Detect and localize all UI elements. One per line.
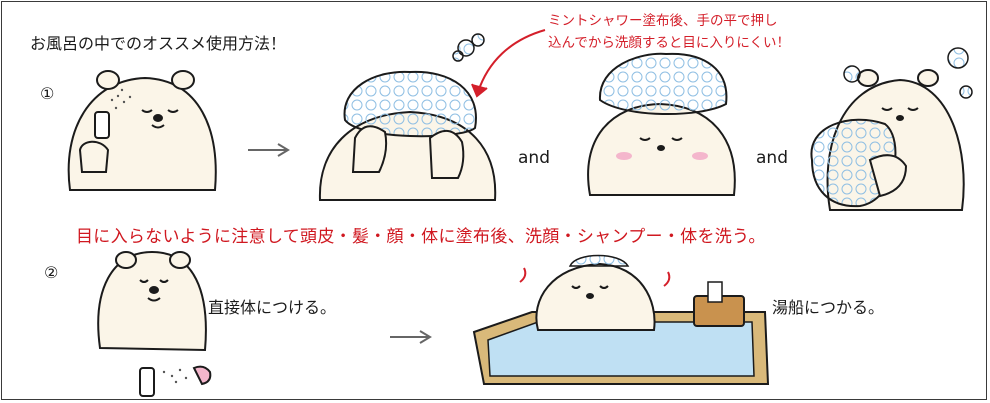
red-pointer-arrow xyxy=(471,29,546,98)
bear-spraying xyxy=(67,70,217,191)
spray-mist-2 xyxy=(162,368,188,384)
step-1-warning: 目に入らないように注意して頭皮・髪・顔・体に塗布後、洗顔・シャンプー・体を洗う。 xyxy=(76,227,766,247)
arrow-right-icon-2 xyxy=(390,330,432,344)
arrow-right-icon xyxy=(248,143,290,157)
step-2-number: ② xyxy=(44,263,59,282)
bear-spray-body xyxy=(97,250,212,397)
step-1-number: ① xyxy=(40,84,55,103)
bear-foam-head xyxy=(318,33,497,201)
and-label-1: and xyxy=(518,148,550,168)
bath-scene xyxy=(472,254,770,385)
step-2-text-bath: 湯船につかる。 xyxy=(772,298,885,317)
page-title: お風呂の中でのオススメ使用方法！ xyxy=(30,34,287,53)
step-2-text-apply: 直接体につける。 xyxy=(208,298,337,317)
and-label-2: and xyxy=(756,148,788,168)
spray-mist xyxy=(110,88,132,110)
bear-foam-face xyxy=(587,52,736,196)
bear-foam-body xyxy=(810,47,973,211)
step-1-note: ミントシャワー塗布後、手の平で押し 込んでから洗顔すると目に入りにくい！ xyxy=(548,13,791,51)
